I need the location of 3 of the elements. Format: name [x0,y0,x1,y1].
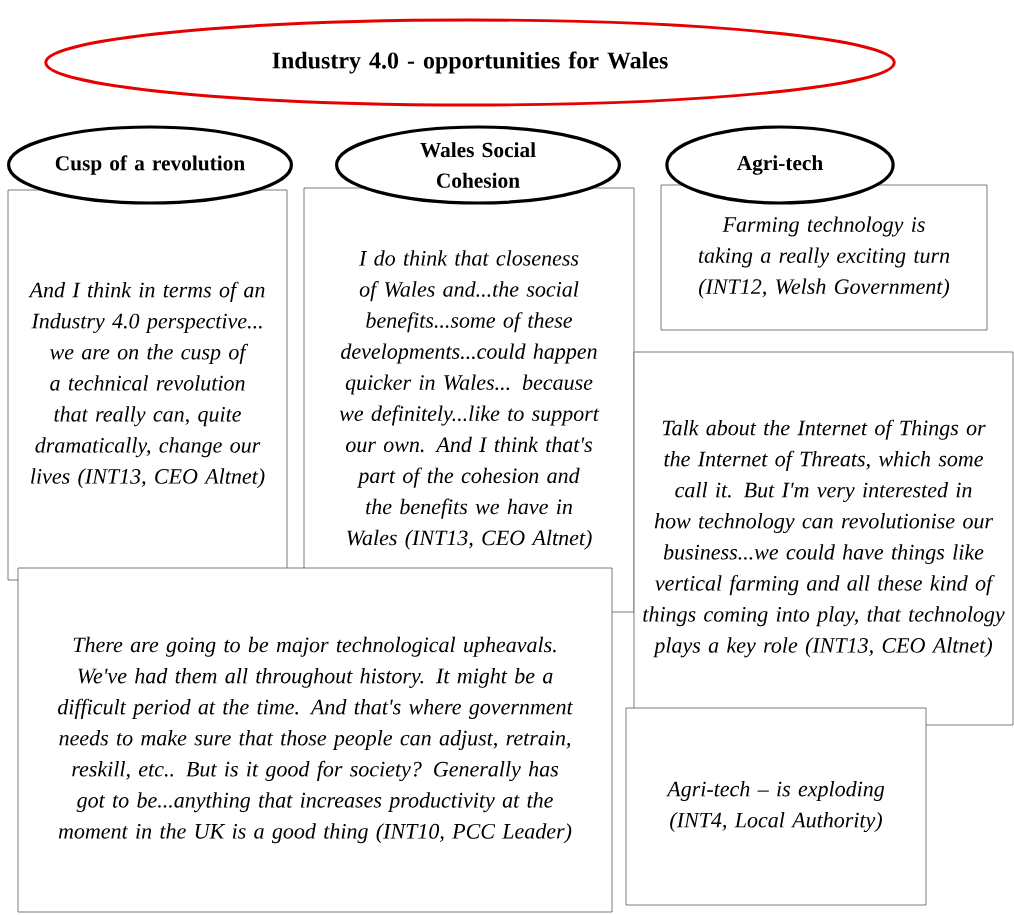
quote-box: Agri-tech – is exploding (INT4, Local Authority) [625,707,927,906]
node-label: Talk about the Internet of Things or the Internet of Threats, which some call it. But I'm very interested in how technology can revolutionise our business...we could have things like vertical farming and all these kind of things coming into play, that technology plays a key role (INT13, CEO Altnet) [643,419,1005,658]
quote-box: There are going to be major technological upheavals. We've had them all throughout history. It might be a difficult period at the time. And that's where government needs to make sure that those people can adjust, retrain, reskill, etc.. But is it good for society? Generally has got to be...anything that increases productivity at the moment in the UK is a good thing (INT10, PCC Leader) [17,567,613,913]
